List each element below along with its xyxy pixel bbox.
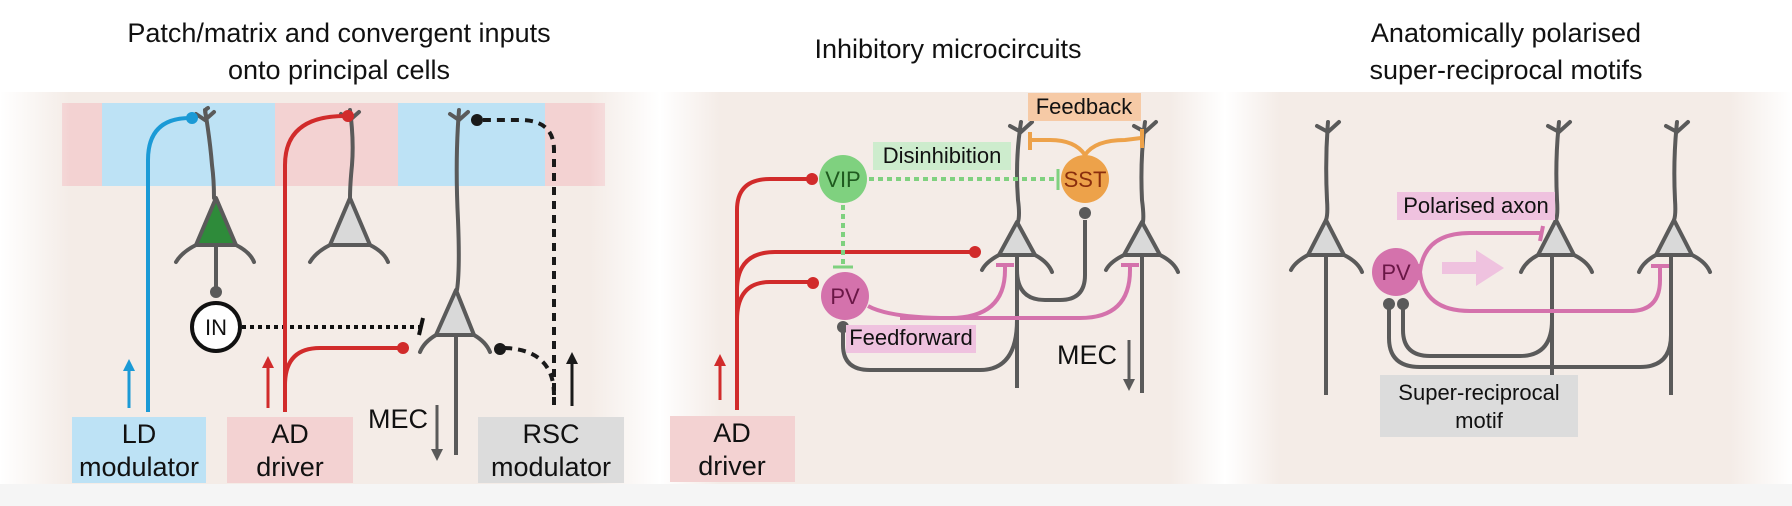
rsc-modulator-box: RSC modulator xyxy=(478,417,624,483)
ad-label-line-1: AD xyxy=(713,418,751,448)
ld-input-axon xyxy=(123,112,198,412)
polarised-axon-label: Polarised axon xyxy=(1397,192,1555,220)
principal-cell-1 xyxy=(1289,120,1364,395)
panel-inhibitory: Inhibitory microcircuits xyxy=(660,34,1225,484)
panel-title-line-2: super-reciprocal motifs xyxy=(1369,55,1642,85)
bottom-strip xyxy=(0,484,1792,506)
svg-text:Feedback: Feedback xyxy=(1036,94,1134,119)
panel-patch-matrix: Patch/matrix and convergent inputs onto … xyxy=(0,18,660,484)
mec-output-label: MEC xyxy=(368,404,428,434)
in-label: IN xyxy=(205,315,227,340)
pv-node: PV xyxy=(821,263,1139,372)
polarised-direction-arrow-icon xyxy=(1442,250,1504,286)
svg-text:Feedforward: Feedforward xyxy=(849,325,973,350)
patch-band xyxy=(398,103,545,186)
rsc-label-line-2: modulator xyxy=(491,452,611,482)
rsc-label-line-1: RSC xyxy=(522,419,579,449)
sst-label: SST xyxy=(1064,167,1107,192)
ad-driver-box: AD driver xyxy=(670,416,795,482)
panel-title-line-1: Anatomically polarised xyxy=(1371,18,1641,48)
panel-title: Inhibitory microcircuits xyxy=(814,34,1081,64)
vip-node: VIP xyxy=(819,155,1060,269)
interneuron-IN: IN xyxy=(190,301,425,353)
ad-driver-box: AD driver xyxy=(227,417,353,483)
ad-input-axon xyxy=(262,110,409,412)
pv-label: PV xyxy=(830,284,860,309)
principal-cell-3 xyxy=(1637,120,1712,395)
mec-output-label: MEC xyxy=(1057,340,1117,370)
rsc-input-axon xyxy=(471,114,578,406)
principal-cell-3 xyxy=(418,108,492,461)
ad-label-line-2: driver xyxy=(256,452,324,482)
ad-input-axon xyxy=(714,173,981,410)
disinhibition-label: Disinhibition xyxy=(873,142,1011,170)
feedforward-label: Feedforward xyxy=(846,325,976,353)
ld-label-line-1: LD xyxy=(122,419,157,449)
ad-label-line-1: AD xyxy=(271,419,309,449)
pv-node: PV xyxy=(1372,225,1673,369)
principal-cell-green xyxy=(174,106,256,298)
feedback-label: Feedback xyxy=(1028,93,1141,121)
ld-label-line-2: modulator xyxy=(79,452,199,482)
pv-label: PV xyxy=(1381,260,1411,285)
svg-text:motif: motif xyxy=(1455,408,1504,433)
sst-node: SST xyxy=(1028,129,1144,203)
svg-text:Disinhibition: Disinhibition xyxy=(883,143,1002,168)
ld-modulator-box: LD modulator xyxy=(72,417,206,483)
panel-title-line-2: onto principal cells xyxy=(228,55,450,85)
svg-text:Super-reciprocal: Super-reciprocal xyxy=(1398,380,1559,405)
panel-title-line-1: Patch/matrix and convergent inputs xyxy=(127,18,550,48)
ad-label-line-2: driver xyxy=(698,451,766,481)
vip-label: VIP xyxy=(825,167,860,192)
svg-text:Polarised axon: Polarised axon xyxy=(1403,193,1549,218)
super-reciprocal-caption: Super-reciprocal motif xyxy=(1380,375,1578,437)
principal-cell-2 xyxy=(308,108,390,264)
panel-polarised: Anatomically polarised super-reciprocal … xyxy=(1225,18,1792,484)
